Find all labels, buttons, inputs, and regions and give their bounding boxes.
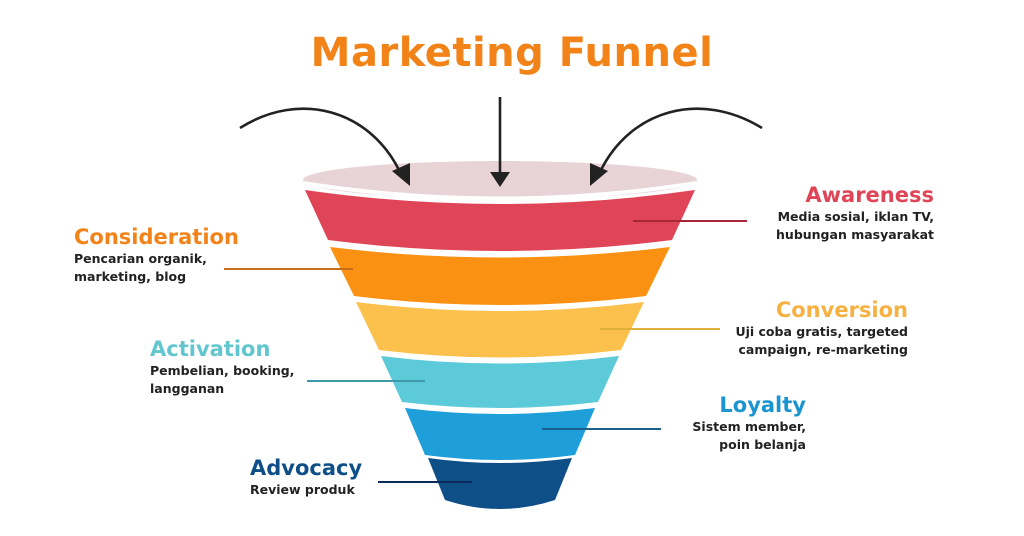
funnel-layer-advocacy bbox=[428, 458, 572, 509]
arrow-icons bbox=[239, 97, 763, 173]
funnel-layer-consideration bbox=[330, 247, 670, 305]
funnel-layer-loyalty bbox=[405, 408, 595, 460]
stage-awareness: Awareness Media sosial, iklan TV, hubung… bbox=[776, 182, 934, 244]
stage-description: Review produk bbox=[250, 482, 355, 497]
stage-description: Sistem member, poin belanja bbox=[692, 419, 806, 452]
stage-name: Awareness bbox=[805, 183, 934, 207]
stage-description: Media sosial, iklan TV, hubungan masyara… bbox=[776, 209, 934, 242]
stage-name: Advocacy bbox=[250, 456, 363, 480]
stage-loyalty: Loyalty Sistem member, poin belanja bbox=[692, 392, 806, 454]
stage-description: Pembelian, booking, langganan bbox=[150, 363, 295, 396]
stage-description: Uji coba gratis, targeted campaign, re-m… bbox=[735, 324, 908, 357]
stage-description: Pencarian organik, marketing, blog bbox=[74, 251, 207, 284]
page-title: Marketing Funnel bbox=[310, 30, 714, 76]
funnel-layer-conversion bbox=[356, 302, 644, 358]
stage-conversion: Conversion Uji coba gratis, targeted cam… bbox=[735, 297, 908, 359]
stage-name: Loyalty bbox=[719, 393, 806, 417]
funnel-layer-awareness bbox=[305, 190, 695, 251]
stage-activation: Activation Pembelian, booking, langganan bbox=[150, 336, 294, 398]
connector-lines bbox=[224, 220, 747, 483]
stage-name: Conversion bbox=[775, 298, 908, 322]
arrow-left-curved-icon bbox=[239, 107, 402, 173]
stage-consideration: Consideration Pencarian organik, marketi… bbox=[74, 224, 239, 286]
stage-advocacy: Advocacy Review produk bbox=[250, 455, 362, 499]
funnel-layer-activation bbox=[381, 356, 619, 408]
stage-name: Activation bbox=[150, 337, 271, 361]
funnel-layers bbox=[305, 190, 695, 509]
stage-name: Consideration bbox=[74, 225, 239, 249]
arrow-right-curved-icon bbox=[598, 107, 763, 173]
